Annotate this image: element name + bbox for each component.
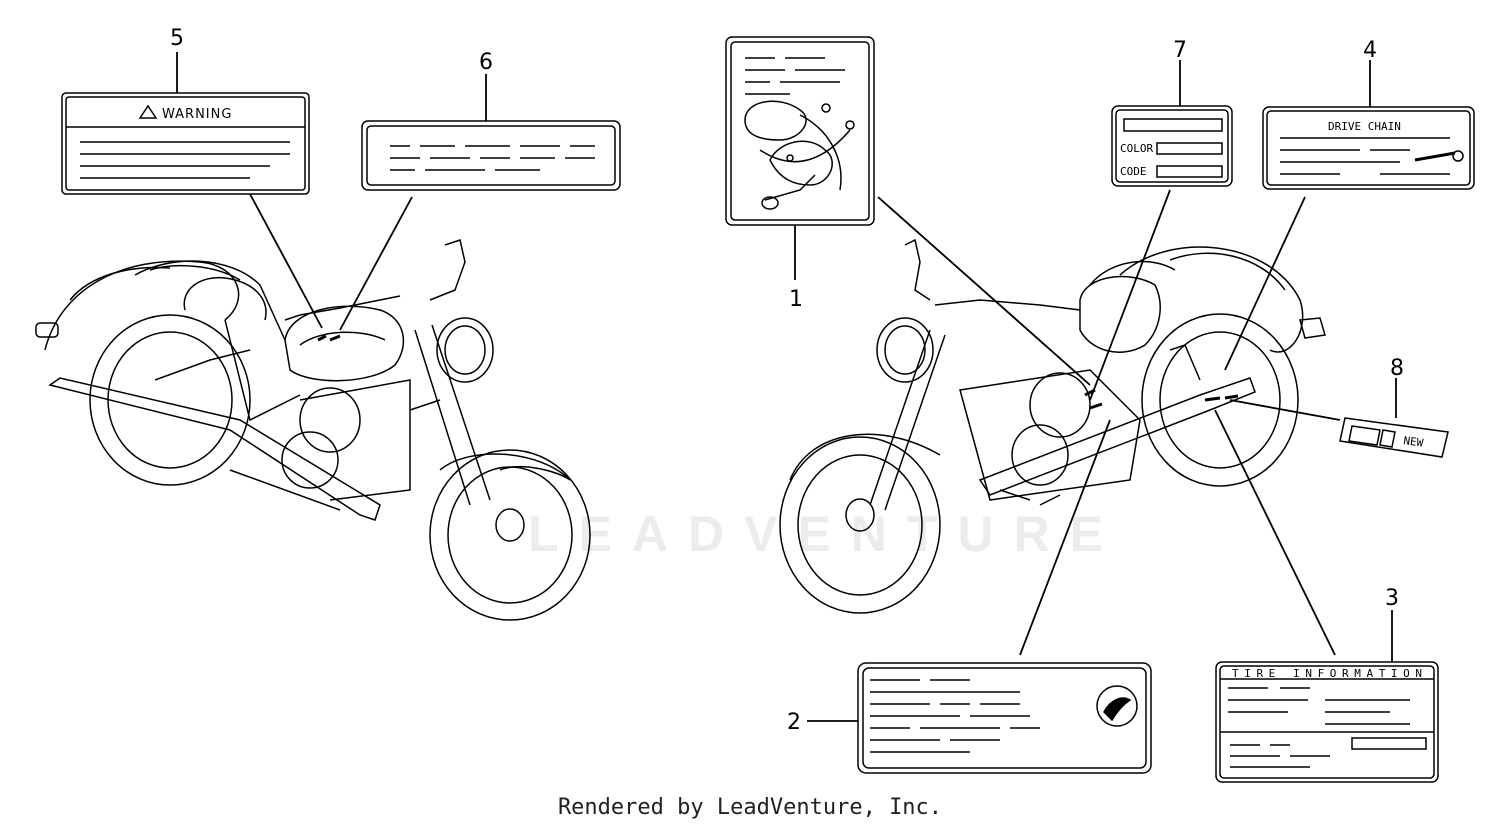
callout-5: 5 (170, 26, 184, 51)
new-text: NEW (1403, 434, 1425, 450)
callout-8: 8 (1390, 356, 1404, 381)
label-7-color-code: COLOR CODE (1111, 105, 1233, 187)
footer-credit: Rendered by LeadVenture, Inc. (557, 795, 943, 820)
label-6 (361, 120, 621, 191)
callout-numbers: 1 2 3 4 5 6 7 8 (170, 26, 1404, 735)
label-5-warning: WARNING (61, 92, 310, 195)
callout-3: 3 (1385, 586, 1399, 611)
label-3-tire-information: TIRE INFORMATION (1215, 661, 1439, 783)
callout-6: 6 (479, 50, 493, 75)
callout-7: 7 (1173, 38, 1187, 63)
code-text: CODE (1120, 165, 1147, 178)
drive-chain-text: DRIVE CHAIN (1328, 120, 1401, 133)
label-8-new: NEW (1339, 417, 1449, 458)
label-2 (857, 662, 1152, 774)
right-motorcycle (779, 238, 1326, 614)
callout-4: 4 (1363, 38, 1377, 63)
honda-wing-icon (1096, 685, 1138, 727)
left-motorcycle (35, 239, 591, 621)
label-1-hose-routing (725, 36, 875, 226)
callout-2: 2 (787, 710, 801, 735)
callout-1: 1 (789, 287, 803, 312)
watermark: LEADVENTURE (528, 506, 1124, 562)
warning-triangle-icon (138, 104, 158, 119)
warning-text: WARNING (162, 107, 232, 122)
leader-lines (176, 52, 1397, 722)
label-4-drive-chain: DRIVE CHAIN (1262, 106, 1475, 190)
color-text: COLOR (1120, 142, 1153, 155)
tire-information-text: TIRE INFORMATION (1232, 667, 1422, 680)
